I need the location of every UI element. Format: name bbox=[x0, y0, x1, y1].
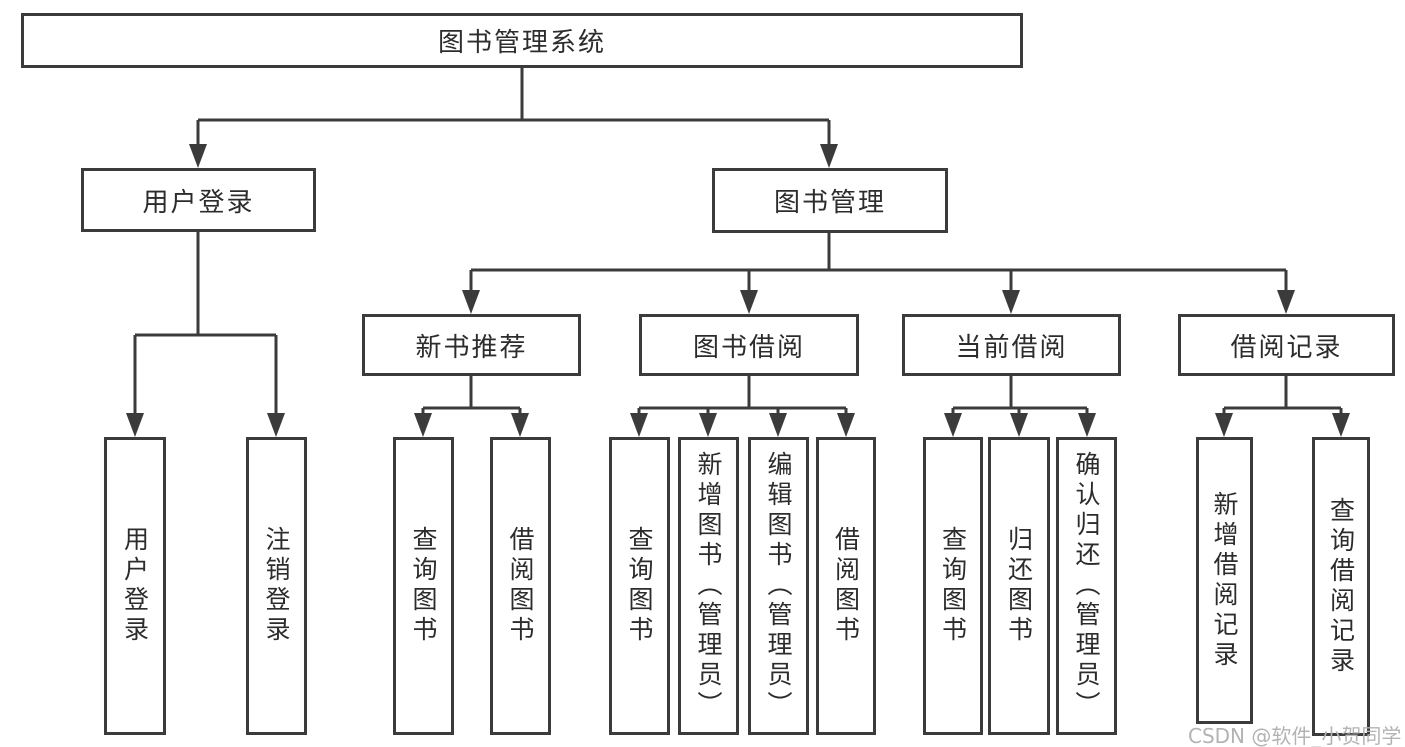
node-label: 归还图书 bbox=[1004, 526, 1034, 646]
node-label: 图书管理系统 bbox=[437, 28, 606, 58]
node-label: 用户登录 bbox=[120, 526, 150, 646]
node-query-borrow-record: 查询借阅记录 bbox=[1312, 437, 1370, 736]
connector-records-to-leaves bbox=[1222, 376, 1343, 417]
arrowhead bbox=[1277, 290, 1295, 314]
node-label: 图书借阅 bbox=[692, 332, 805, 363]
arrowhead bbox=[1010, 413, 1028, 437]
node-return-book: 归还图书 bbox=[988, 437, 1050, 735]
node-label: 新增图书（管理员） bbox=[694, 451, 723, 721]
node-user-login: 用户登录 bbox=[81, 168, 316, 232]
arrowhead bbox=[189, 144, 207, 168]
node-borrow-books-2: 借阅图书 bbox=[816, 437, 876, 735]
node-label: 编辑图书（管理员） bbox=[764, 451, 793, 721]
node-root-library-system: 图书管理系统 bbox=[21, 13, 1023, 68]
arrowhead bbox=[511, 413, 529, 437]
connector-userlogin-to-leaves bbox=[133, 232, 278, 417]
node-query-books-3: 查询图书 bbox=[923, 437, 983, 735]
node-label: 注销登录 bbox=[262, 526, 291, 646]
node-book-management: 图书管理 bbox=[712, 168, 948, 233]
node-edit-book-admin: 编辑图书（管理员） bbox=[748, 437, 809, 735]
arrowhead bbox=[462, 290, 480, 314]
node-logout: 注销登录 bbox=[246, 437, 307, 735]
node-label: 查询借阅记录 bbox=[1326, 496, 1356, 677]
arrowhead bbox=[837, 413, 855, 437]
connector-root-to-level1 bbox=[196, 68, 831, 148]
arrowhead bbox=[944, 413, 962, 437]
node-label: 查询图书 bbox=[625, 526, 654, 646]
node-query-books-2: 查询图书 bbox=[609, 437, 670, 735]
connector-current-to-leaves bbox=[951, 376, 1089, 417]
arrowhead bbox=[1215, 413, 1233, 437]
node-query-books-1: 查询图书 bbox=[393, 437, 454, 735]
node-borrow-books-1: 借阅图书 bbox=[490, 437, 551, 735]
node-current-borrowing: 当前借阅 bbox=[902, 314, 1121, 376]
connector-bookmgmt-to-level2 bbox=[469, 233, 1288, 294]
node-add-book-admin: 新增图书（管理员） bbox=[678, 437, 739, 735]
arrowhead bbox=[699, 413, 717, 437]
node-add-borrow-record: 新增借阅记录 bbox=[1196, 437, 1253, 724]
node-book-borrowing: 图书借阅 bbox=[639, 314, 859, 376]
arrowhead bbox=[1332, 413, 1350, 437]
node-label: 借阅记录 bbox=[1230, 332, 1343, 363]
arrowhead bbox=[820, 144, 838, 168]
node-label: 用户登录 bbox=[142, 187, 255, 218]
node-borrow-records: 借阅记录 bbox=[1178, 314, 1395, 376]
node-label: 查询图书 bbox=[938, 526, 968, 646]
node-label: 新书推荐 bbox=[415, 332, 528, 363]
node-label: 当前借阅 bbox=[955, 332, 1068, 363]
arrowhead bbox=[740, 290, 758, 314]
arrowhead bbox=[126, 413, 144, 437]
node-label: 新增借阅记录 bbox=[1210, 490, 1239, 671]
node-new-book-recommend: 新书推荐 bbox=[362, 314, 581, 376]
node-confirm-return-admin: 确认归还（管理员） bbox=[1056, 437, 1117, 735]
arrowhead bbox=[1002, 290, 1020, 314]
node-label: 借阅图书 bbox=[831, 526, 861, 646]
arrowhead bbox=[414, 413, 432, 437]
node-label: 查询图书 bbox=[409, 526, 438, 646]
arrowhead bbox=[769, 413, 787, 437]
node-label: 图书管理 bbox=[773, 188, 886, 218]
arrowhead bbox=[267, 413, 285, 437]
arrowhead bbox=[1078, 413, 1096, 437]
csdn-watermark: CSDN @软件_小贺同学 bbox=[1188, 724, 1402, 747]
connector-borrow-to-leaves bbox=[637, 376, 848, 417]
arrowhead bbox=[630, 413, 648, 437]
node-user-login-leaf: 用户登录 bbox=[104, 437, 166, 735]
node-label: 确认归还（管理员） bbox=[1072, 451, 1101, 721]
connector-newbooks-to-leaves bbox=[421, 376, 522, 417]
node-label: 借阅图书 bbox=[506, 526, 535, 646]
